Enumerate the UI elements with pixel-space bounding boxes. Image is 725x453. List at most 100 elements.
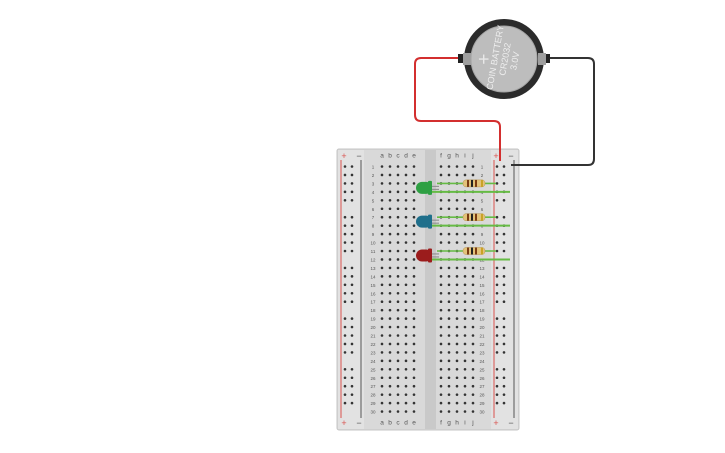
rail-hole[interactable] <box>343 266 347 270</box>
rail-hole[interactable] <box>502 291 506 295</box>
hole[interactable] <box>471 275 475 278</box>
hole[interactable] <box>439 291 443 295</box>
hole[interactable] <box>439 351 443 354</box>
hole[interactable] <box>447 291 451 295</box>
hole[interactable] <box>380 199 384 202</box>
hole[interactable] <box>404 241 408 244</box>
rail-hole[interactable] <box>495 300 499 304</box>
hole[interactable] <box>455 173 459 177</box>
hole[interactable] <box>463 232 467 236</box>
hole[interactable] <box>388 182 392 185</box>
rail-hole[interactable] <box>343 401 347 405</box>
hole[interactable] <box>463 334 467 337</box>
hole[interactable] <box>412 291 416 295</box>
rail-hole[interactable] <box>350 173 354 177</box>
hole[interactable] <box>439 334 443 337</box>
hole[interactable] <box>412 393 416 396</box>
hole[interactable] <box>380 359 384 363</box>
hole[interactable] <box>380 300 384 304</box>
hole[interactable] <box>380 368 384 371</box>
hole[interactable] <box>380 351 384 354</box>
hole[interactable] <box>455 359 459 363</box>
hole[interactable] <box>388 266 392 270</box>
hole[interactable] <box>463 410 467 413</box>
hole[interactable] <box>396 215 400 219</box>
hole[interactable] <box>447 359 451 363</box>
rail-hole[interactable] <box>502 182 506 185</box>
hole[interactable] <box>447 308 451 312</box>
hole[interactable] <box>447 401 451 405</box>
hole[interactable] <box>455 241 459 244</box>
rail-hole[interactable] <box>502 173 506 177</box>
coin-battery[interactable]: + COIN BATTERY CR2032 3.0V <box>458 19 550 99</box>
rail-hole[interactable] <box>350 368 354 371</box>
hole[interactable] <box>380 249 384 253</box>
hole[interactable] <box>447 199 451 202</box>
hole[interactable] <box>388 368 392 371</box>
rail-hole[interactable] <box>343 376 347 380</box>
hole[interactable] <box>447 376 451 380</box>
hole[interactable] <box>471 300 475 304</box>
hole[interactable] <box>412 190 416 194</box>
rail-hole[interactable] <box>350 165 354 168</box>
hole[interactable] <box>380 190 384 194</box>
hole[interactable] <box>412 317 416 320</box>
hole[interactable] <box>396 376 400 380</box>
rail-hole[interactable] <box>495 215 499 219</box>
hole[interactable] <box>380 376 384 380</box>
resistor-2[interactable] <box>437 213 496 221</box>
hole[interactable] <box>404 342 408 346</box>
hole[interactable] <box>463 173 467 177</box>
hole[interactable] <box>471 351 475 354</box>
hole[interactable] <box>388 376 392 380</box>
hole[interactable] <box>455 410 459 413</box>
hole[interactable] <box>463 317 467 320</box>
hole[interactable] <box>471 368 475 371</box>
rail-hole[interactable] <box>343 190 347 194</box>
wire-positive[interactable] <box>414 57 501 161</box>
hole[interactable] <box>404 351 408 354</box>
rail-hole[interactable] <box>495 291 499 295</box>
hole[interactable] <box>412 275 416 278</box>
hole[interactable] <box>388 173 392 177</box>
hole[interactable] <box>471 291 475 295</box>
hole[interactable] <box>455 342 459 346</box>
hole[interactable] <box>396 325 400 329</box>
hole[interactable] <box>380 241 384 244</box>
hole[interactable] <box>439 300 443 304</box>
hole[interactable] <box>388 199 392 202</box>
hole[interactable] <box>388 325 392 329</box>
rail-hole[interactable] <box>350 199 354 202</box>
hole[interactable] <box>388 384 392 388</box>
rail-hole[interactable] <box>495 182 499 185</box>
hole[interactable] <box>463 165 467 168</box>
hole[interactable] <box>439 359 443 363</box>
rail-hole[interactable] <box>495 325 499 329</box>
hole[interactable] <box>380 258 384 261</box>
hole[interactable] <box>439 410 443 413</box>
rail-hole[interactable] <box>495 283 499 287</box>
hole[interactable] <box>447 275 451 278</box>
hole[interactable] <box>404 190 408 194</box>
hole[interactable] <box>439 199 443 202</box>
hole[interactable] <box>455 275 459 278</box>
hole[interactable] <box>388 401 392 405</box>
hole[interactable] <box>412 165 416 168</box>
hole[interactable] <box>412 334 416 337</box>
hole[interactable] <box>463 266 467 270</box>
hole[interactable] <box>471 308 475 312</box>
hole[interactable] <box>380 232 384 236</box>
hole[interactable] <box>388 359 392 363</box>
hole[interactable] <box>412 258 416 261</box>
hole[interactable] <box>471 401 475 405</box>
rail-hole[interactable] <box>495 232 499 236</box>
hole[interactable] <box>439 275 443 278</box>
hole[interactable] <box>396 165 400 168</box>
hole[interactable] <box>439 401 443 405</box>
hole[interactable] <box>388 207 392 211</box>
hole[interactable] <box>439 342 443 346</box>
hole[interactable] <box>439 317 443 320</box>
hole[interactable] <box>396 283 400 287</box>
hole[interactable] <box>471 393 475 396</box>
hole[interactable] <box>412 249 416 253</box>
